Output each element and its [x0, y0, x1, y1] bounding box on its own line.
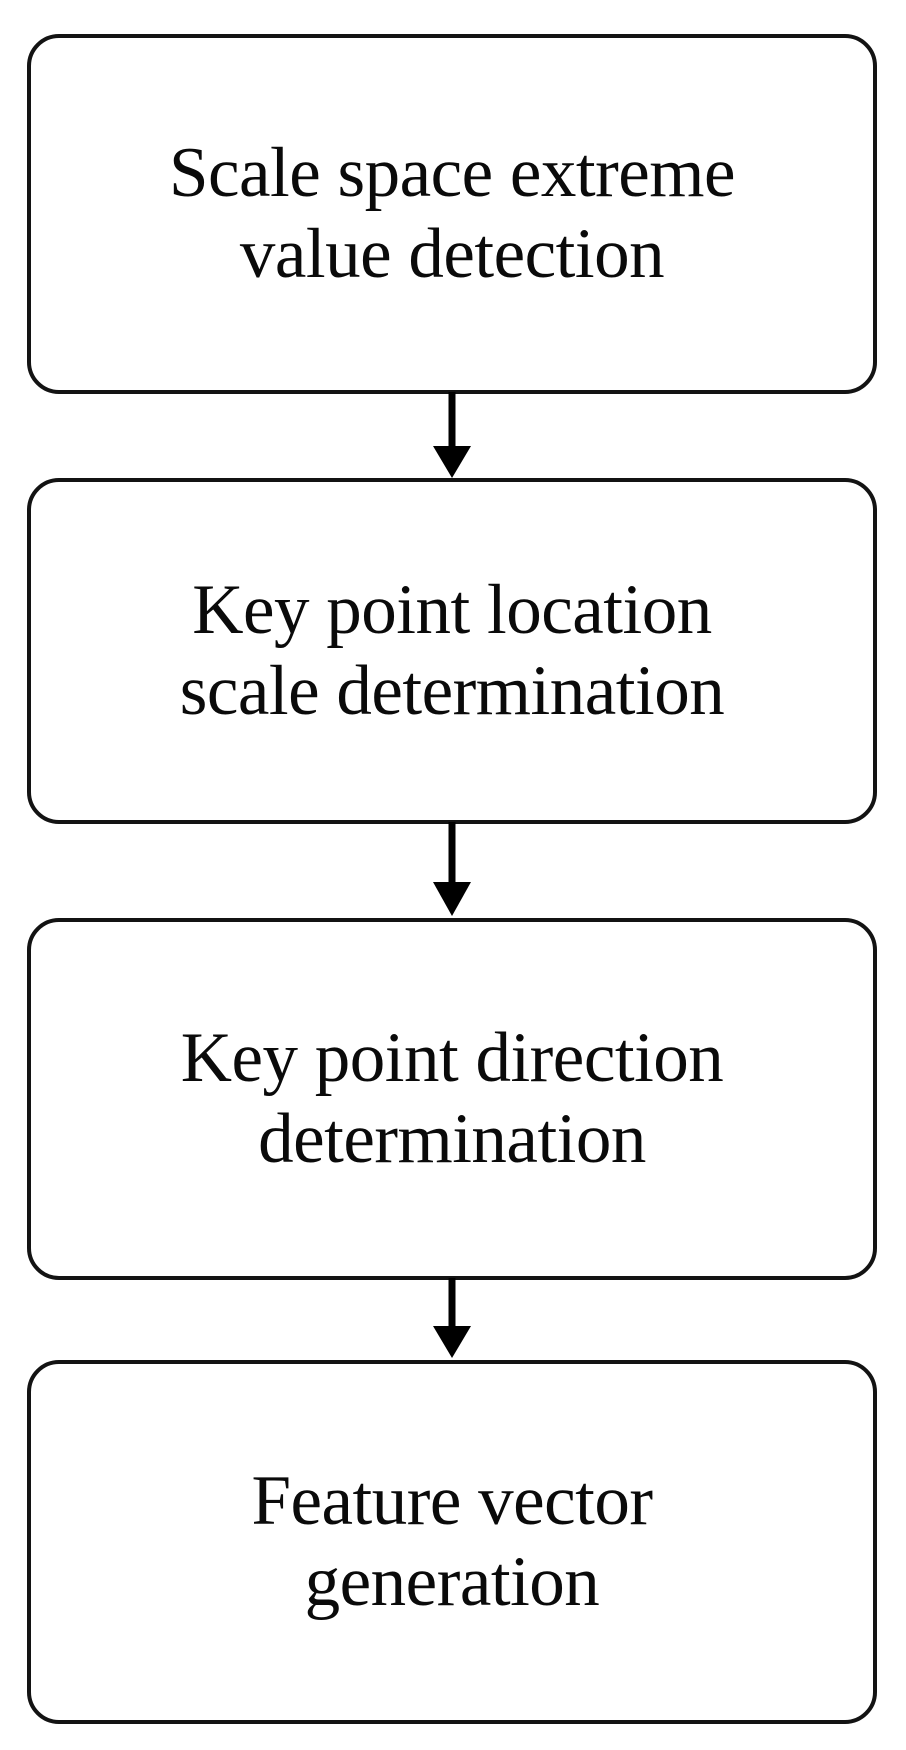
flowchart-arrow-3	[0, 1278, 906, 1362]
node-label: Key point location scale determination	[179, 571, 725, 730]
flowchart-node-key-point-location-scale-determination[interactable]: Key point location scale determination	[27, 478, 877, 824]
node-label: Scale space extreme value detection	[168, 134, 736, 293]
flowchart-arrow-1	[0, 392, 906, 482]
arrow-down-icon	[433, 392, 471, 478]
node-label: Feature vector generation	[251, 1462, 653, 1621]
flowchart-node-feature-vector-generation[interactable]: Feature vector generation	[27, 1360, 877, 1724]
flowchart-arrow-2	[0, 822, 906, 920]
arrow-down-icon	[433, 822, 471, 916]
flowchart-node-key-point-direction-determination[interactable]: Key point direction determination	[27, 918, 877, 1280]
arrow-down-icon	[433, 1278, 471, 1358]
node-label: Key point direction determination	[180, 1019, 724, 1178]
flowchart-node-scale-space-extreme-value-detection[interactable]: Scale space extreme value detection	[27, 34, 877, 394]
